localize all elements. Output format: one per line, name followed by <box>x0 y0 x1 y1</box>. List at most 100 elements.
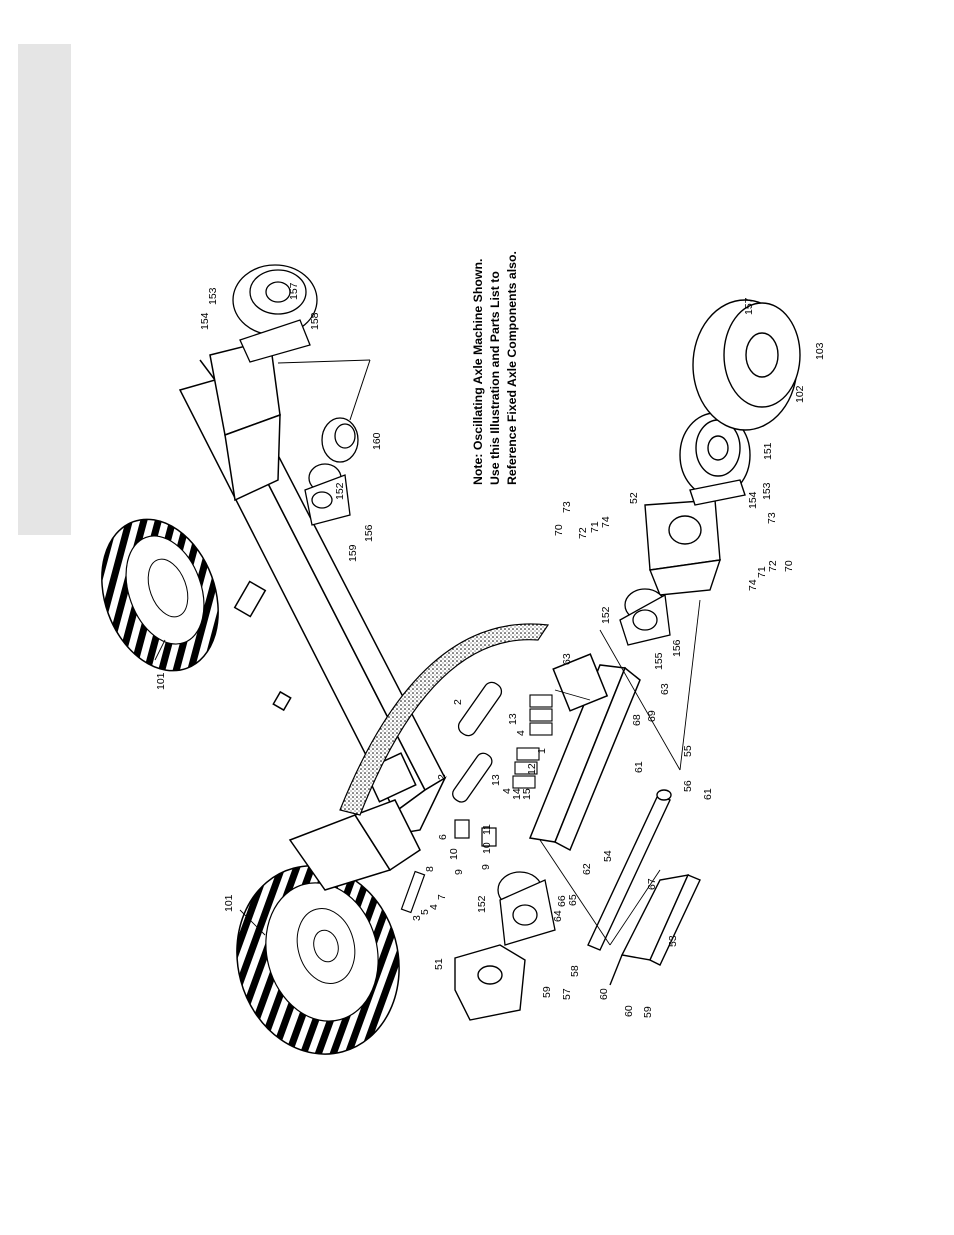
callout-103: 103 <box>814 342 826 360</box>
callout-101: 101 <box>155 672 167 690</box>
callout-70: 70 <box>553 524 565 536</box>
callout-7: 7 <box>436 894 448 900</box>
callout-155: 155 <box>653 652 665 670</box>
leader-motor-top-2 <box>349 359 371 421</box>
callout-153: 153 <box>761 482 773 500</box>
callout-60: 60 <box>598 988 610 1000</box>
callout-70: 70 <box>783 560 795 572</box>
callout-73: 73 <box>766 512 778 524</box>
callout-72: 72 <box>767 560 779 572</box>
callout-68: 68 <box>631 714 643 726</box>
callout-55: 55 <box>682 745 694 757</box>
leader-lines <box>154 599 701 946</box>
tire-bottom <box>236 865 400 1055</box>
note-line-3: Reference Fixed Axle Components also. <box>505 251 519 485</box>
callout-73: 73 <box>561 501 573 513</box>
spacer-stacks <box>512 694 553 789</box>
callout-52: 52 <box>628 492 640 504</box>
callout-101: 101 <box>223 894 235 912</box>
steering-cylinders <box>452 681 503 803</box>
wheel-motor-152-top <box>304 463 351 526</box>
callout-2: 2 <box>452 699 464 705</box>
callout-62: 62 <box>581 863 593 875</box>
callout-74: 74 <box>600 516 612 528</box>
callout-157: 157 <box>288 282 300 300</box>
callout-10: 10 <box>448 848 460 860</box>
callout-64: 64 <box>552 910 564 922</box>
callout-63: 63 <box>659 683 671 695</box>
fender <box>339 623 550 816</box>
drive-motor-top <box>232 264 318 363</box>
callout-65: 65 <box>567 894 579 906</box>
callout-59: 59 <box>642 1006 654 1018</box>
main-frame <box>178 339 447 891</box>
callout-160: 160 <box>371 432 383 450</box>
callout-59: 59 <box>541 986 553 998</box>
hub-160 <box>321 417 359 463</box>
callout-9: 9 <box>453 869 465 875</box>
callout-152: 152 <box>334 482 346 500</box>
wheel-motor-152-bottom <box>497 871 556 946</box>
callout-3: 3 <box>411 915 423 921</box>
drive-motor-151 <box>679 412 751 506</box>
callout-10: 10 <box>481 842 493 854</box>
callout-159: 159 <box>347 544 359 562</box>
callout-61: 61 <box>633 761 645 773</box>
side-tab <box>18 44 71 535</box>
callout-12: 12 <box>526 763 538 775</box>
axle-beam <box>528 653 641 852</box>
callout-69: 69 <box>646 710 658 722</box>
callout-13: 13 <box>490 774 502 786</box>
callout-58: 58 <box>569 965 581 977</box>
callout-71: 71 <box>756 566 768 578</box>
brackets-6-11 <box>400 819 497 914</box>
callout-5: 5 <box>419 909 431 915</box>
callout-4: 4 <box>501 788 513 794</box>
callout-153: 153 <box>207 287 219 305</box>
note-block: Note: Oscillating Axle Machine Shown. Us… <box>470 215 530 485</box>
wheel-motor-152-right <box>619 588 671 646</box>
callout-54: 54 <box>602 850 614 862</box>
callout-4: 4 <box>428 904 440 910</box>
callout-61: 61 <box>702 788 714 800</box>
callout-72: 72 <box>577 527 589 539</box>
callout-15: 15 <box>521 788 533 800</box>
callout-157: 157 <box>743 297 755 315</box>
callout-154: 154 <box>199 312 211 330</box>
callout-156: 156 <box>671 639 683 657</box>
callout-152: 152 <box>476 895 488 913</box>
callout-60: 60 <box>623 1005 635 1017</box>
callout-67: 67 <box>646 878 658 890</box>
callout-66: 66 <box>556 895 568 907</box>
callout-14: 14 <box>511 788 523 800</box>
callout-11: 11 <box>481 824 493 835</box>
bracket-51 <box>454 944 526 1021</box>
rod-54 <box>587 789 672 951</box>
note-line-1: Note: Oscillating Axle Machine Shown. <box>471 258 485 485</box>
callout-102: 102 <box>794 385 806 403</box>
callout-56: 56 <box>682 780 694 792</box>
bracket-52 <box>644 499 722 596</box>
callout-63: 63 <box>561 653 573 665</box>
callout-74: 74 <box>747 579 759 591</box>
callout-151: 151 <box>762 442 774 460</box>
leader-motor-top <box>277 359 371 364</box>
callout-156: 156 <box>363 524 375 542</box>
callout-158: 158 <box>309 312 321 330</box>
rim-102 <box>692 299 801 431</box>
callout-71: 71 <box>589 521 601 533</box>
callout-9: 9 <box>480 864 492 870</box>
callout-2: 2 <box>436 774 448 780</box>
note-line-2: Use this Illustration and Parts List to <box>488 271 502 485</box>
callout-8: 8 <box>424 866 436 872</box>
callout-152: 152 <box>600 606 612 624</box>
callout-57: 57 <box>561 988 573 1000</box>
callout-6: 6 <box>437 834 449 840</box>
callout-51: 51 <box>433 958 445 970</box>
callout-4: 4 <box>515 730 527 736</box>
callout-53: 53 <box>667 935 679 947</box>
callout-1: 1 <box>536 748 548 754</box>
callout-13: 13 <box>507 713 519 725</box>
cylinder-53 <box>609 874 701 986</box>
